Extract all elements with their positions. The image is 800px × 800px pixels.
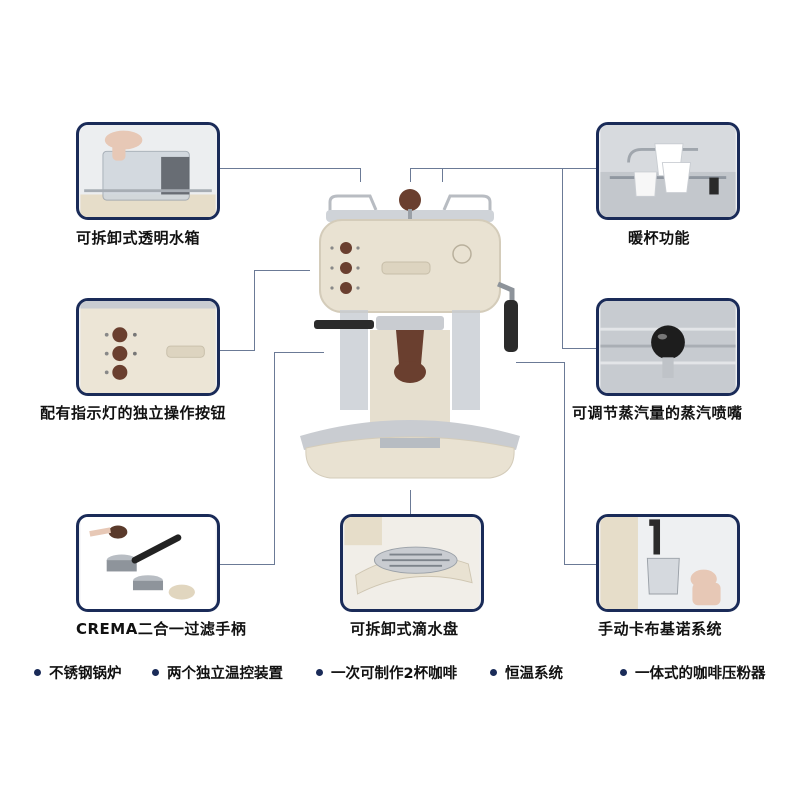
- water-tank-frame: [76, 122, 220, 220]
- drip-tray-image: [344, 517, 480, 609]
- connector-water-tank-v: [360, 168, 361, 182]
- connector-cappuccino-h: [516, 362, 564, 363]
- cappuccino-image: [600, 517, 736, 609]
- feature-label: 恒温系统: [505, 666, 563, 682]
- connector-cup-warmer-v2: [442, 168, 443, 182]
- steam-nozzle-image: [600, 301, 736, 393]
- water-tank-caption: 可拆卸式透明水箱: [76, 229, 201, 247]
- connector-steam-h: [562, 348, 598, 349]
- cup-warmer-caption: 暖杯功能: [628, 229, 691, 247]
- control-buttons-image: [80, 301, 216, 393]
- cup-warmer-frame: [596, 122, 740, 220]
- feature-item-two-cups: 一次可制作2杯咖啡: [316, 662, 457, 683]
- cup-warmer-image: [600, 125, 736, 217]
- steam-nozzle-caption: 可调节蒸汽量的蒸汽喷嘴: [572, 404, 743, 422]
- feature-label: 一体式的咖啡压粉器: [635, 666, 766, 682]
- connector-filter-v: [274, 352, 275, 564]
- feature-item-tamper: 一体式的咖啡压粉器: [620, 662, 766, 683]
- bullet-dot: [152, 668, 159, 676]
- connector-cup-warmer-h: [410, 168, 598, 169]
- features-row: 不锈钢锅炉 两个独立温控装置 一次可制作2杯咖啡 恒温系统 一体式的咖啡压粉器: [0, 662, 800, 692]
- feature-item-boiler: 不锈钢锅炉: [34, 662, 122, 683]
- cappuccino-caption: 手动卡布基诺系统: [598, 620, 723, 638]
- connector-cappuccino-h2: [564, 564, 598, 565]
- feature-item-thermostat: 两个独立温控装置: [152, 662, 283, 683]
- bullet-dot: [34, 668, 41, 676]
- control-buttons-frame: [76, 298, 220, 396]
- feature-label: 一次可制作2杯咖啡: [331, 666, 458, 682]
- filter-handle-image: [80, 517, 216, 609]
- connector-buttons-h2: [218, 350, 255, 351]
- steam-nozzle-frame: [596, 298, 740, 396]
- connector-buttons-h: [254, 270, 310, 271]
- connector-buttons-v: [254, 270, 255, 350]
- filter-handle-caption: CREMA二合一过滤手柄: [76, 620, 247, 638]
- control-buttons-caption: 配有指示灯的独立操作按钮: [40, 404, 227, 422]
- drip-tray-frame: [340, 514, 484, 612]
- water-tank-image: [80, 125, 216, 217]
- bullet-dot: [620, 668, 627, 676]
- feature-label: 两个独立温控装置: [167, 666, 283, 682]
- connector-cup-warmer-v1: [410, 168, 411, 182]
- filter-handle-frame: [76, 514, 220, 612]
- cappuccino-frame: [596, 514, 740, 612]
- connector-cappuccino-v: [564, 362, 565, 564]
- espresso-machine-illustration: [300, 189, 520, 479]
- bullet-dot: [316, 668, 323, 676]
- connector-filter-h: [274, 352, 324, 353]
- connector-cup-warmer-down: [562, 168, 563, 348]
- espresso-machine-image: [290, 180, 530, 490]
- feature-label: 不锈钢锅炉: [49, 666, 122, 682]
- feature-item-constant-temp: 恒温系统: [490, 662, 563, 683]
- connector-water-tank-h: [218, 168, 360, 169]
- connector-drip-v: [410, 490, 411, 516]
- drip-tray-caption: 可拆卸式滴水盘: [350, 620, 459, 638]
- bullet-dot: [490, 668, 497, 676]
- connector-filter-h2: [218, 564, 275, 565]
